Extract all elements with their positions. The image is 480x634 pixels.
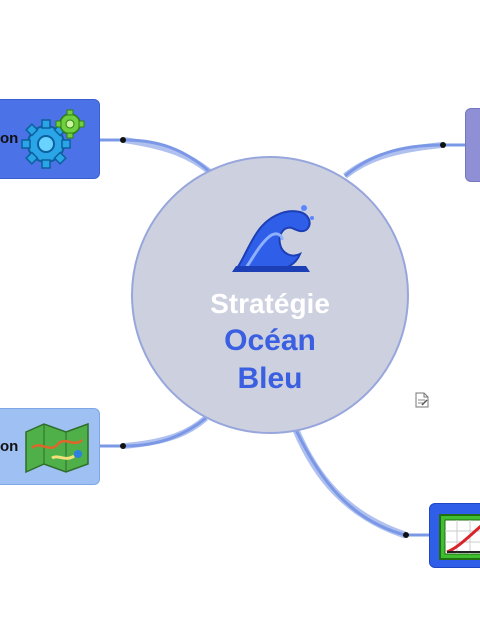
wave-icon bbox=[232, 205, 314, 272]
central-topic[interactable] bbox=[131, 156, 409, 434]
branch-top-left-label: on bbox=[0, 130, 19, 147]
connector-dot-bottom-right bbox=[403, 532, 409, 538]
connector-dot-top-left bbox=[120, 137, 126, 143]
note-icon[interactable] bbox=[415, 392, 429, 408]
connector-dot-top-right bbox=[440, 142, 446, 148]
connector-top-right-thick bbox=[343, 142, 443, 179]
central-title-line-2: Océan bbox=[224, 324, 316, 357]
map-icon bbox=[25, 422, 89, 474]
connector-bottom-right-thick bbox=[292, 428, 407, 539]
connector-bottom-left-thick bbox=[123, 415, 208, 449]
central-title-line-3: Bleu bbox=[237, 362, 303, 395]
central-title-line-1: Stratégie bbox=[210, 288, 330, 319]
branch-bottom-left-label: on bbox=[0, 438, 19, 455]
chart-icon bbox=[439, 514, 480, 560]
branch-top-right[interactable] bbox=[465, 108, 480, 182]
connector-top-left-thick bbox=[123, 137, 212, 175]
gears-icon bbox=[21, 109, 85, 169]
connector-dot-bottom-left bbox=[120, 443, 126, 449]
connector-bottom-right bbox=[294, 429, 430, 537]
